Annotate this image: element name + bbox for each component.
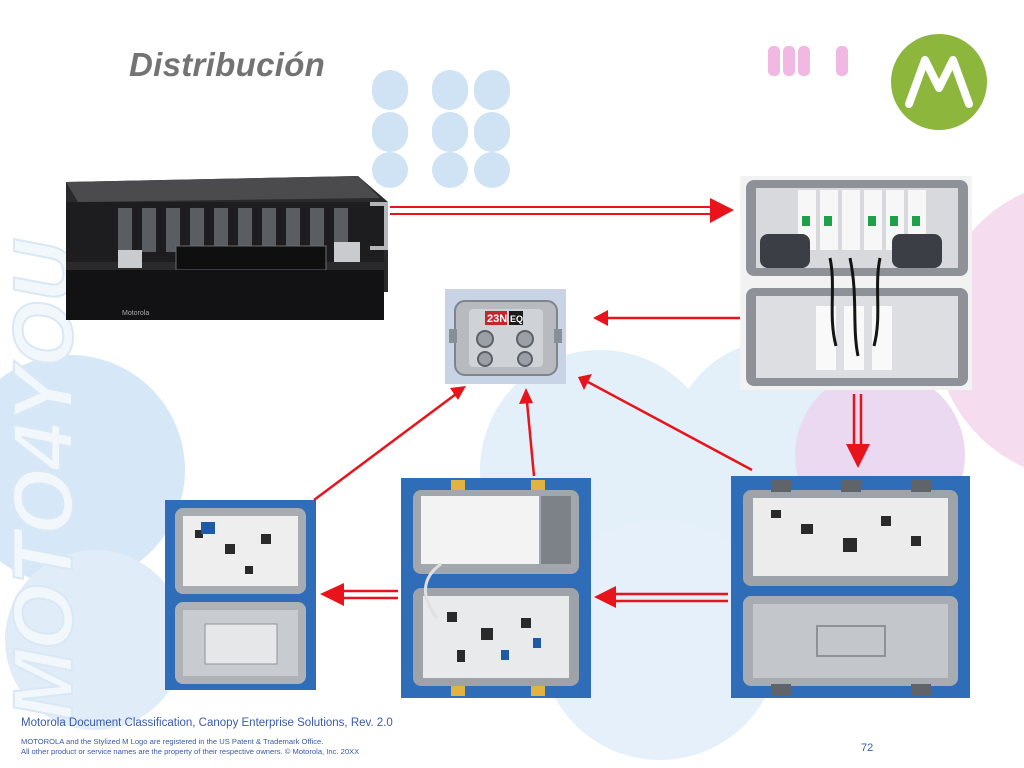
motorola-batwing-m-icon [905,56,973,108]
open-amplifier-housing-icon [743,480,958,696]
page-number: 72 [861,742,874,754]
open-amplifier-housing-icon [413,480,579,696]
line-extender [165,500,316,690]
rack-chassis-icon: Motorola [66,176,388,320]
tap-icon: 23N EQ [449,300,562,376]
footer-trademark-line-1: MOTOROLA and the Stylized M Logo are reg… [21,737,324,746]
headend-rack-unit: Motorola [58,172,392,322]
pink-dots-decoration [768,46,848,76]
trunk-amplifier [731,476,970,698]
tap-badge: EQ [510,314,523,324]
footer-classification: Motorola Document Classification, Canopy… [21,717,393,729]
optical-node [740,176,972,390]
rack-front-label: Motorola [122,310,149,317]
open-amplifier-housing-icon [175,508,306,684]
tap-value-label: 23N [487,313,507,325]
motorola-logo [891,34,987,130]
open-node-housing-icon [746,180,968,386]
tap-splitter: 23N EQ [445,289,566,384]
footer-trademark-line-2: All other product or service names are t… [21,747,360,756]
slide-title: Distribución [129,46,326,83]
bridger-amplifier [401,478,591,698]
